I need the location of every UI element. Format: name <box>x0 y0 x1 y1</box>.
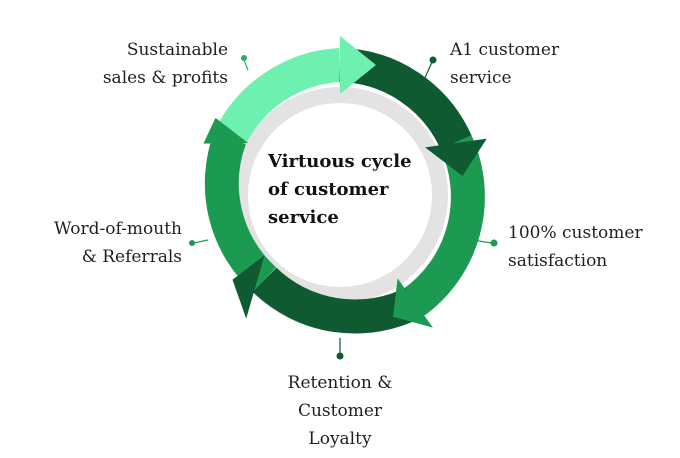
marker-satisfaction <box>490 239 498 247</box>
arrowhead-a1 <box>425 138 487 176</box>
arc-wom-to-sales <box>215 48 342 145</box>
connector-wom <box>193 239 209 244</box>
stage-label-word-of-mouth: Word-of-mouth & Referrals <box>53 219 182 267</box>
stage-label-satisfaction: 100% customer satisfaction <box>508 223 643 271</box>
marker-wom <box>189 240 195 246</box>
arrowhead-retention <box>232 255 265 319</box>
center-disc <box>248 103 432 287</box>
arc-retention-to-wom <box>204 130 277 293</box>
arrowhead-sales <box>340 36 376 94</box>
marker-retention <box>336 352 344 360</box>
arrowhead-wom <box>203 117 249 144</box>
marker-sales <box>241 55 247 61</box>
center-title: Virtuous cycle of customer service <box>268 151 412 228</box>
arrowhead-satisfaction <box>393 278 433 328</box>
stage-label-a1-service: A1 customer service <box>450 40 560 88</box>
stage-label-sales: Sustainable sales & profits <box>102 40 228 88</box>
connector-satisfaction <box>471 239 493 244</box>
connector-sales <box>243 59 249 71</box>
stage-label-retention: Retention & Customer Loyalty <box>287 373 393 449</box>
connector-a1 <box>423 61 433 81</box>
marker-a1 <box>429 56 437 64</box>
